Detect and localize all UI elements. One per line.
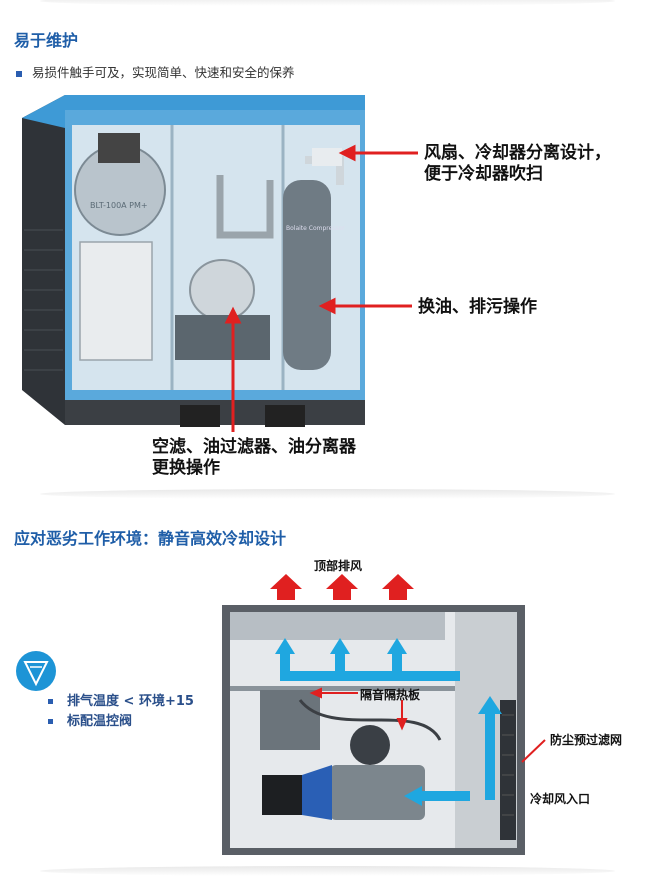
callout-oil: 换油、排污操作 bbox=[418, 297, 537, 317]
callout-filter-line2: 更换操作 bbox=[152, 458, 220, 478]
middle-divider bbox=[40, 489, 615, 499]
label-air-inlet: 冷却风入口 bbox=[530, 792, 591, 806]
bullet-1-text: 排气温度 < 环境+15 bbox=[67, 694, 194, 709]
base-foot-right bbox=[265, 405, 305, 427]
label-insulation: 隔音隔热板 bbox=[360, 688, 421, 702]
electrical-box bbox=[79, 241, 153, 361]
tank-brand: Bolaite Compressor bbox=[286, 225, 345, 232]
side-grille bbox=[22, 95, 65, 425]
section2-title: 应对恶劣工作环境：静音高效冷却设计 bbox=[14, 529, 287, 548]
base-foot-left bbox=[180, 405, 220, 427]
dust-filter-grille bbox=[500, 700, 516, 840]
separator-tank bbox=[283, 180, 331, 370]
control-screen bbox=[98, 133, 140, 163]
callout-fan-line2: 便于冷却器吹扫 bbox=[424, 164, 543, 184]
section1-title: 易于维护 bbox=[14, 31, 79, 50]
top-divider bbox=[40, 0, 615, 6]
coupling bbox=[302, 765, 332, 820]
section1-bullet: 易损件触手可及，实现简单、快速和安全的保养 bbox=[16, 62, 295, 81]
leaf-icon bbox=[16, 651, 56, 691]
bullet-square-icon bbox=[48, 719, 53, 724]
cooling-cabinet bbox=[222, 605, 525, 855]
compressor-block bbox=[175, 315, 270, 360]
label-top-exhaust: 顶部排风 bbox=[314, 559, 363, 573]
bullet-square-icon bbox=[48, 699, 53, 704]
label-dust-filter: 防尘预过滤网 bbox=[550, 733, 623, 747]
callout-fan-line1: 风扇、冷却器分离设计， bbox=[424, 143, 611, 163]
bullet-square-icon bbox=[16, 70, 22, 77]
machine-badge: BLT-100A PM+ bbox=[90, 201, 148, 210]
motor bbox=[330, 765, 425, 820]
airflow-path bbox=[280, 652, 495, 801]
compressor-illustration: BLT-100A PM+ Bolaite Compressor bbox=[22, 95, 418, 432]
exhaust-arrows bbox=[270, 574, 414, 600]
bullet-2-text: 标配温控阀 bbox=[67, 714, 133, 729]
air-filter bbox=[189, 259, 255, 321]
section2-bullet-2: 标配温控阀 bbox=[48, 710, 132, 729]
callout-filter-line1: 空滤、油过滤器、油分离器 bbox=[152, 437, 356, 457]
compressor-body bbox=[260, 690, 320, 750]
bottom-divider bbox=[40, 866, 615, 876]
section2-bullet-1: 排气温度 < 环境+15 bbox=[48, 690, 194, 709]
section1-bullet-text: 易损件触手可及，实现简单、快速和安全的保养 bbox=[32, 65, 295, 80]
